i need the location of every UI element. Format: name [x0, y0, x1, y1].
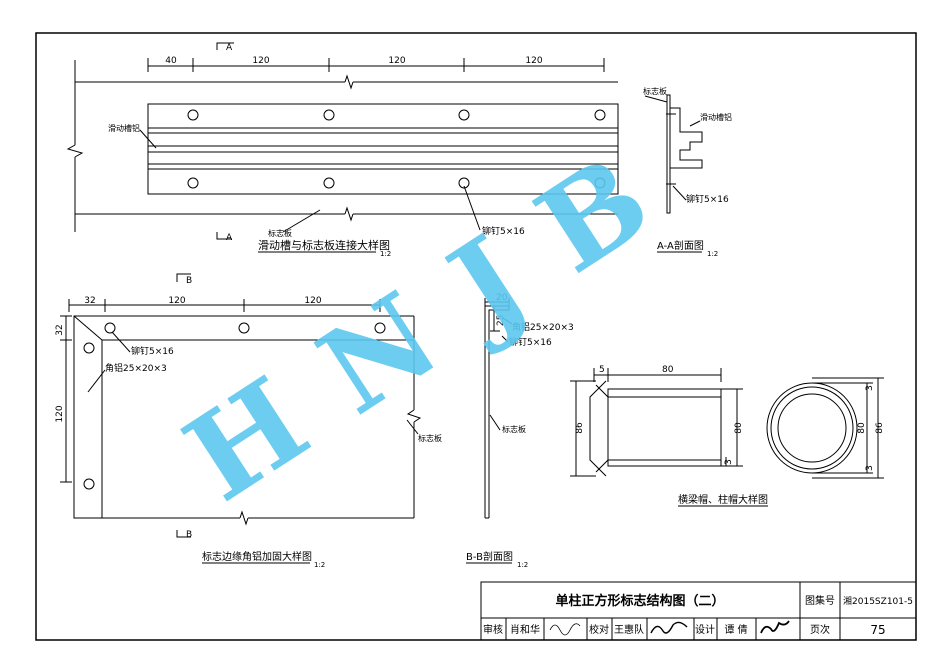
- title-block: [480, 581, 917, 641]
- dim-40: 40: [165, 56, 177, 66]
- label-rivet: 铆钉5×16: [482, 225, 525, 237]
- cap-dim-5: 5: [599, 365, 605, 375]
- designer-name: 谭 倩: [724, 623, 747, 636]
- dim2-v-32: 32: [55, 324, 65, 335]
- dim-120-a: 120: [252, 56, 269, 66]
- detail-title: 滑动槽与标志板连接大样图: [258, 238, 390, 252]
- endcap-dim-86: 86: [875, 422, 885, 434]
- aa-scale: 1:2: [707, 250, 718, 258]
- section-mark-b-bottom: B: [186, 530, 192, 540]
- aa-label-slot: 滑动槽铝: [700, 112, 732, 122]
- drawing-title: 单柱正方形标志结构图（二）: [555, 593, 724, 609]
- cap-dim-80: 80: [662, 365, 674, 375]
- watermark: HNJB: [162, 103, 713, 528]
- endcap-dim-3-bottom: 3: [865, 465, 875, 471]
- label2-angle: 角铝25×20×3: [105, 362, 167, 374]
- dim-120-b: 120: [388, 56, 405, 66]
- label-plate: 标志板: [268, 228, 292, 238]
- detail-caps-text: 5 80 86 80 3 3 80 86 3 横梁帽、柱帽大样图: [575, 365, 885, 507]
- atlas-label: 图集号: [805, 594, 835, 607]
- checker-name: 王惠队: [614, 623, 644, 636]
- cap-dim-80-right: 80: [734, 422, 744, 434]
- endcap-dim-80: 80: [857, 422, 867, 434]
- label-slot: 滑动槽铝: [108, 123, 140, 133]
- bb-dim-25: 25: [496, 315, 506, 326]
- bb-title: B-B剖面图: [466, 550, 513, 563]
- section-mark-b-top: B: [186, 276, 192, 286]
- endcap-dim-3-top: 3: [865, 385, 875, 391]
- cap-dim-3: 3: [724, 459, 734, 465]
- aa-title: A-A剖面图: [657, 239, 704, 252]
- detail-caps: [570, 368, 884, 479]
- cap-dim-86-left: 86: [575, 422, 585, 434]
- aa-label-rivet: 铆钉5×16: [686, 193, 729, 205]
- detail-scale: 1:2: [380, 250, 391, 258]
- label2-rivet: 铆钉5×16: [131, 345, 174, 357]
- label2-plate: 标志板: [418, 433, 442, 443]
- detail2-title: 标志边缘角铝加固大样图: [202, 550, 312, 563]
- review-label: 审核: [483, 623, 503, 636]
- dim-120-c: 120: [525, 56, 542, 66]
- atlas-number: 湘2015SZ101-5: [843, 595, 913, 607]
- detail-slot-plate-text: 40 120 120 120 A A 滑动槽铝 标志板 铆钉5×16 滑动槽与标…: [108, 43, 543, 258]
- section-mark-a-bottom: A: [226, 233, 233, 243]
- detail-slot-plate: [66, 42, 619, 240]
- bb-label-angle: 角铝25×20×3: [512, 321, 574, 333]
- title-block-text: 单柱正方形标志结构图（二） 图集号 湘2015SZ101-5 页次 75 审核 …: [483, 593, 913, 637]
- dim2-120-b: 120: [304, 296, 321, 306]
- check-label: 校对: [589, 623, 609, 636]
- section-mark-a-top: A: [226, 43, 233, 53]
- detail-edge-angle: [60, 273, 422, 538]
- section-bb: [484, 298, 513, 519]
- page-label: 页次: [810, 623, 830, 636]
- bb-dim-20: 20: [496, 293, 508, 303]
- design-label: 设计: [695, 623, 715, 636]
- sheet-frame: [35, 32, 917, 641]
- bb-label-plate: 标志板: [502, 424, 526, 434]
- bb-scale: 1:2: [517, 561, 528, 569]
- reviewer-name: 肖和华: [510, 623, 540, 636]
- aa-label-plate: 标志板: [643, 86, 667, 96]
- dim2-v-120: 120: [55, 405, 65, 422]
- page-number: 75: [870, 623, 885, 637]
- caps-title: 横梁帽、柱帽大样图: [678, 493, 768, 506]
- section-aa: [644, 94, 703, 214]
- dim2-120-a: 120: [168, 296, 185, 306]
- dim2-32: 32: [84, 296, 95, 306]
- section-aa-text: 标志板 滑动槽铝 铆钉5×16 A-A剖面图 1:2: [643, 86, 732, 258]
- section-bb-text: 20 25 角铝25×20×3 铆钉5×16 标志板 B-B剖面图 1:2: [466, 293, 574, 569]
- detail-edge-angle-text: 32 120 120 32 120 B B 铆钉5×16 角铝25×20×3 标…: [55, 276, 442, 569]
- bb-label-rivet: 铆钉5×16: [509, 336, 552, 348]
- detail2-scale: 1:2: [314, 561, 325, 569]
